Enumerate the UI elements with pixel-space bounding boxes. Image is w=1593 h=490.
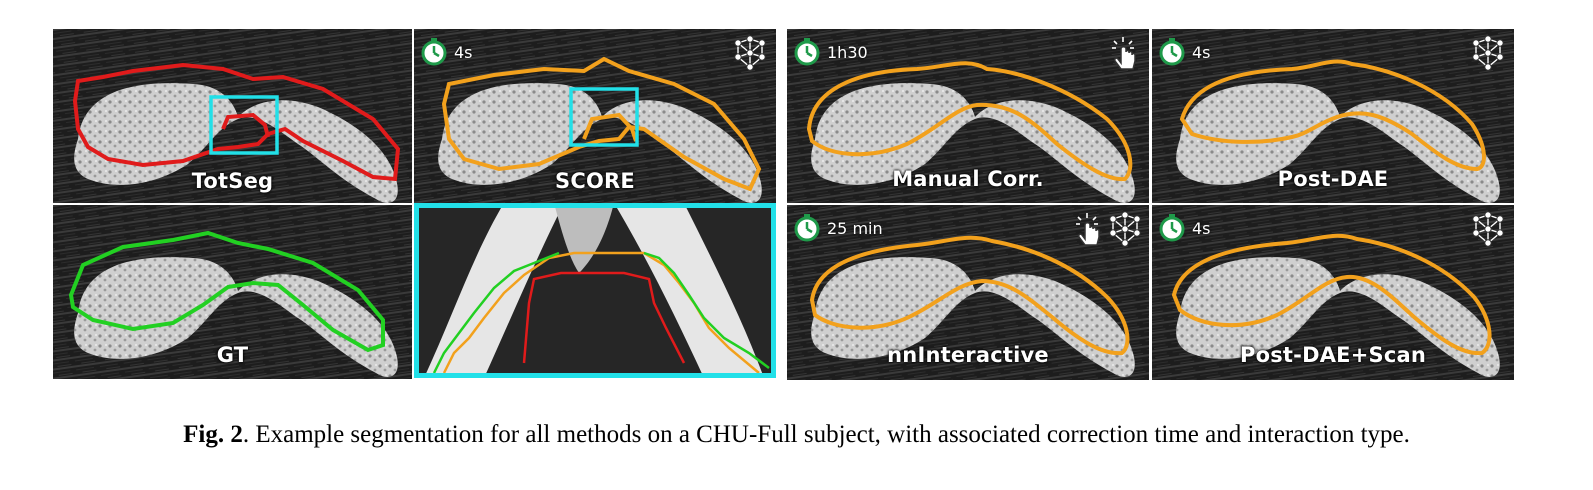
gt-contour	[68, 230, 385, 353]
panel-zoom	[414, 203, 776, 378]
time-value: 25 min	[827, 218, 883, 238]
time-indicator: 1h30	[793, 37, 868, 67]
ct-slice-image	[53, 205, 412, 379]
panel-label: nnInteractive	[887, 343, 1049, 367]
ct-slice-image	[1152, 29, 1514, 203]
manual-contour	[806, 61, 1133, 182]
panel-manual-corr: 1h30 Manual Corr.	[787, 29, 1149, 203]
time-indicator: 4s	[1158, 37, 1211, 67]
time-indicator: 4s	[420, 37, 473, 67]
time-indicator: 25 min	[793, 213, 883, 243]
score-contour	[441, 56, 762, 192]
hand-click-icon	[1111, 36, 1136, 70]
neural-network-icon	[1472, 35, 1504, 71]
time-value: 4s	[1192, 218, 1211, 238]
totseg-contour	[72, 62, 401, 182]
zoomed-detail-image	[414, 203, 776, 378]
ct-slice-image	[1152, 205, 1514, 380]
hand-click-icon	[1075, 212, 1100, 246]
panel-label: SCORE	[555, 169, 635, 193]
panel-score: 4s SCORE	[414, 29, 776, 203]
post-dae-contour	[1179, 59, 1486, 172]
post-dae-scan-contour	[1171, 233, 1492, 356]
stopwatch-icon	[1159, 213, 1185, 242]
ct-slice-image	[787, 29, 1149, 203]
panel-gt: GT	[53, 205, 412, 379]
panel-label: Post-DAE+Scan	[1240, 343, 1426, 367]
time-indicator: 4s	[1158, 213, 1211, 243]
ct-slice-image	[53, 29, 412, 203]
time-value: 1h30	[827, 42, 868, 62]
time-value: 4s	[454, 42, 473, 62]
panel-post-dae: 4s Post-DAE	[1152, 29, 1514, 203]
neural-network-icon	[1472, 211, 1504, 247]
zoom-frame	[414, 203, 776, 378]
time-value: 4s	[1192, 42, 1211, 62]
caption-text: . Example segmentation for all methods o…	[242, 421, 1410, 448]
panel-label: TotSeg	[191, 169, 274, 193]
panel-label: GT	[216, 343, 249, 367]
figure-number: Fig. 2	[183, 421, 243, 448]
panel-post-dae-scan: 4s Post-DAE+Scan	[1152, 205, 1514, 380]
stopwatch-icon	[794, 213, 820, 242]
stopwatch-icon	[421, 37, 447, 66]
stopwatch-icon	[794, 37, 820, 66]
panel-label: Manual Corr.	[892, 167, 1044, 191]
zoom-box	[569, 87, 639, 147]
nninteractive-contour	[809, 235, 1130, 356]
ct-slice-image	[414, 29, 776, 203]
panel-totseg: TotSeg	[53, 29, 412, 203]
neural-network-icon	[1109, 211, 1141, 247]
panel-nninteractive: 25 min nnInteractive	[787, 205, 1149, 380]
zoom-box	[209, 95, 279, 155]
stopwatch-icon	[1159, 37, 1185, 66]
figure-caption: Fig. 2. Example segmentation for all met…	[0, 421, 1593, 449]
neural-network-icon	[734, 35, 766, 71]
panel-label: Post-DAE	[1277, 167, 1389, 191]
